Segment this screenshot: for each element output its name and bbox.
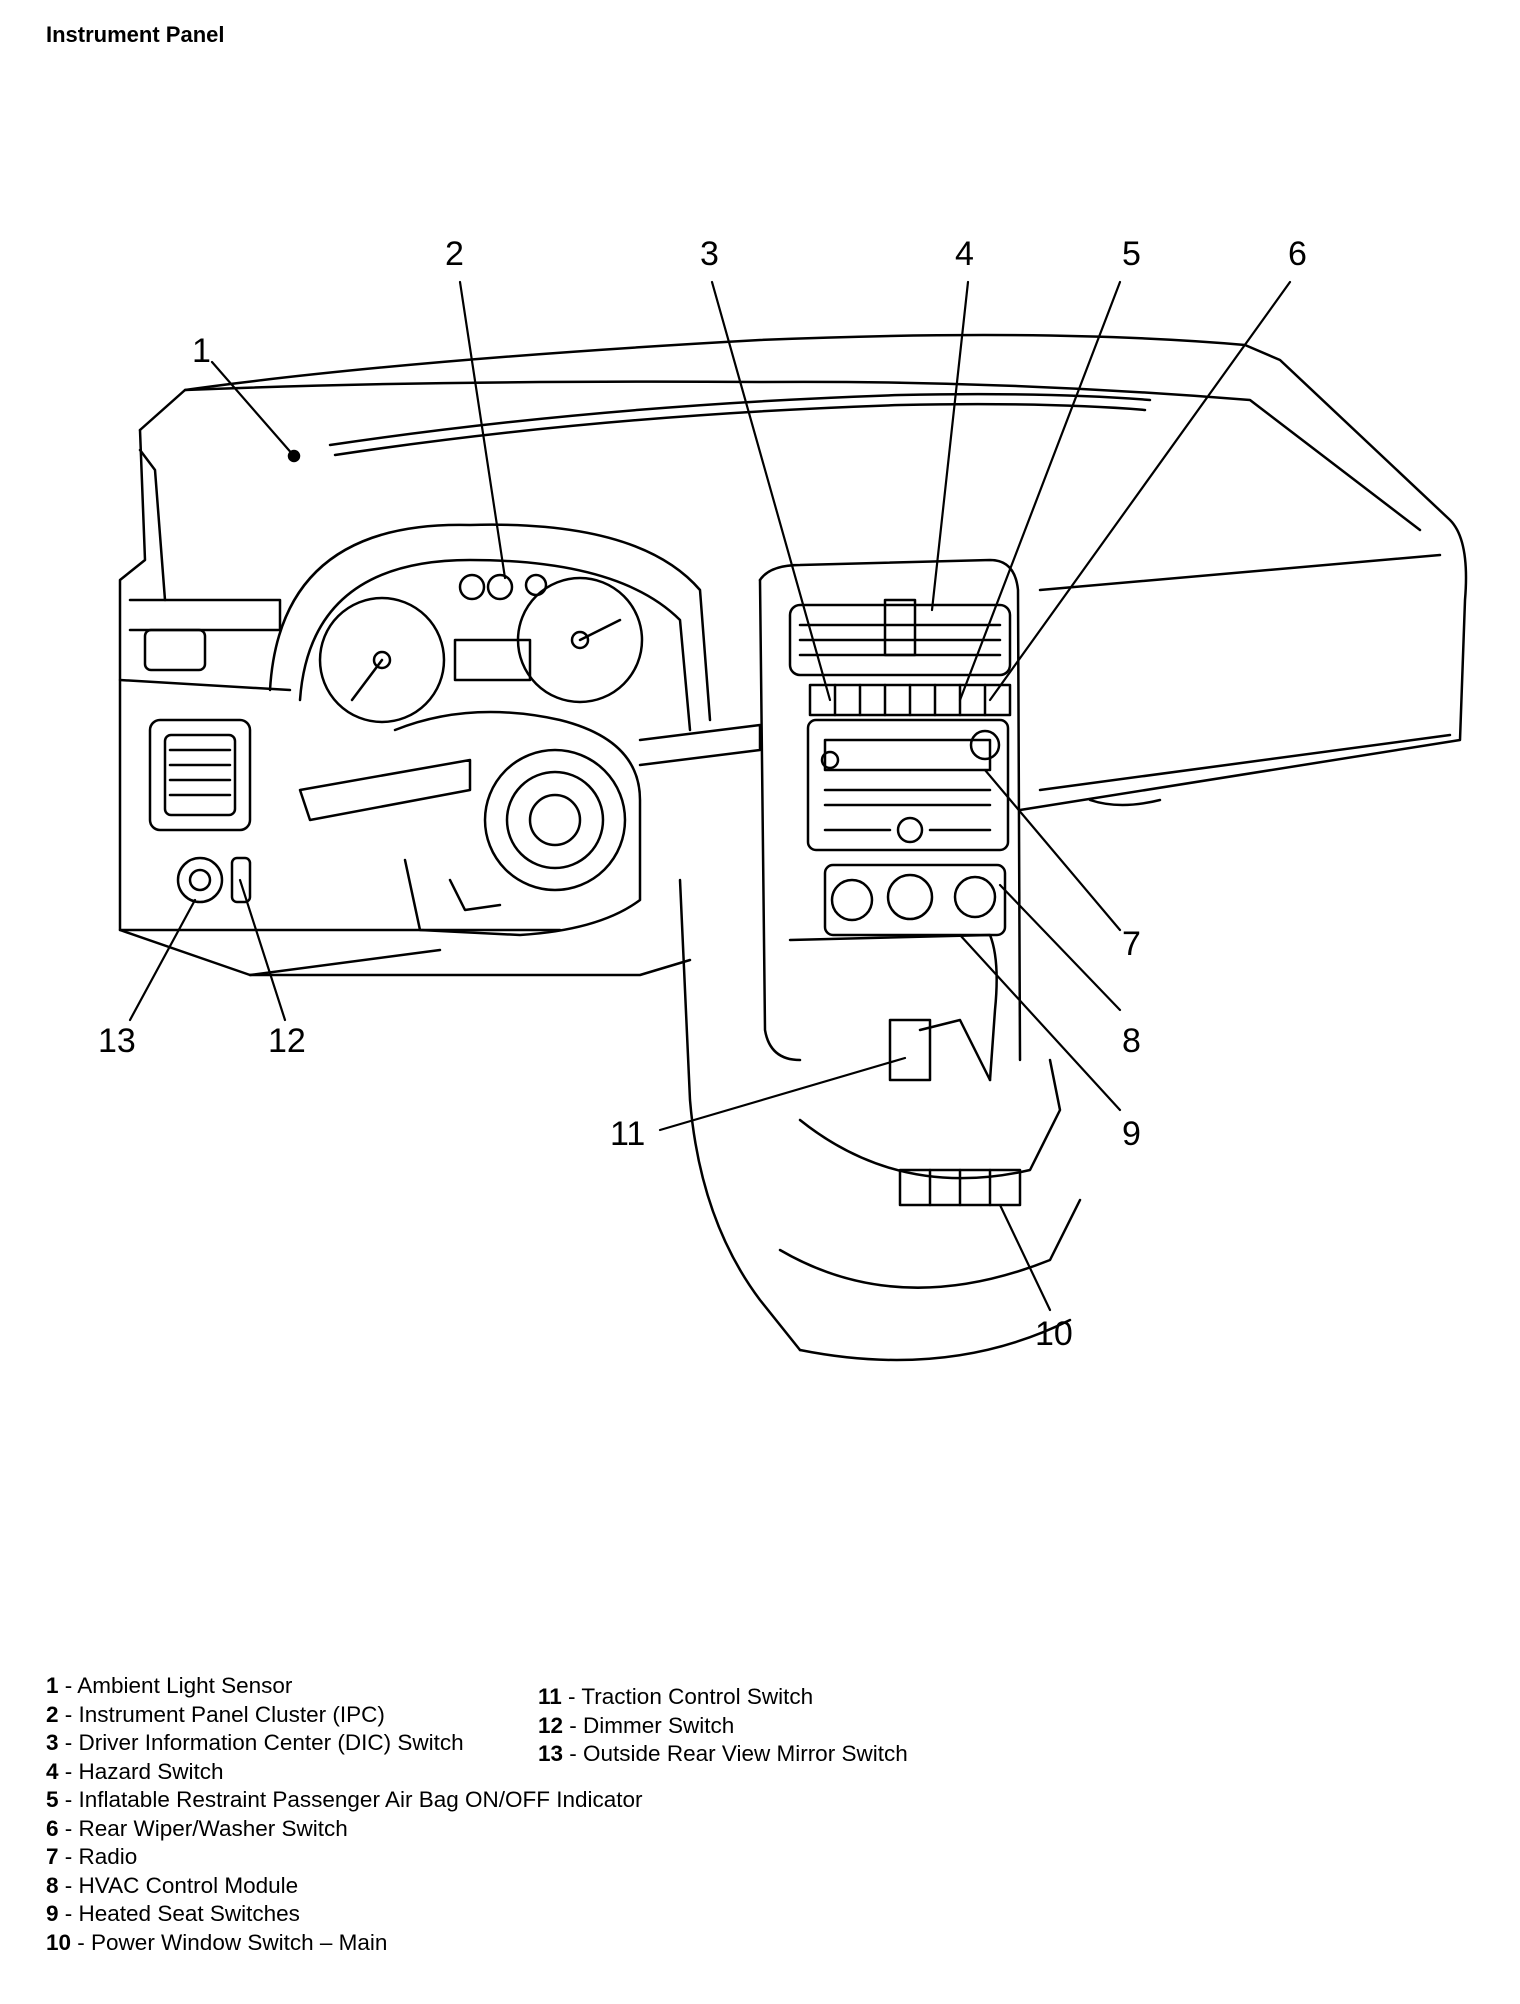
- callout-12: 12: [268, 1022, 306, 1060]
- mirror-switch: [176, 856, 224, 904]
- instrument-cluster: [318, 573, 644, 724]
- callout-1: 1: [192, 332, 211, 370]
- left-vent: [143, 628, 252, 832]
- callout-9: 9: [1122, 1115, 1141, 1153]
- console: [678, 878, 1082, 1362]
- legend-item: 10 - Power Window Switch – Main: [46, 1929, 388, 1955]
- callout-7: 7: [1122, 925, 1141, 963]
- dashboard-outline: [118, 333, 1468, 977]
- legend-item: 2 - Instrument Panel Cluster (IPC): [46, 1701, 385, 1727]
- callout-2: 2: [445, 235, 464, 273]
- callouts: 1 2 3 4 5 6 7 8 9 10 11 12 13: [98, 235, 1307, 1353]
- legend-item: 6 - Rear Wiper/Washer Switch: [46, 1815, 348, 1841]
- legend-item: 7 - Radio: [46, 1844, 138, 1869]
- legend-item: 4 - Hazard Switch: [46, 1758, 224, 1784]
- callout-8: 8: [1122, 1022, 1141, 1060]
- defroster-vent: [328, 392, 1152, 457]
- legend-item: 3 - Driver Information Center (DIC) Swit…: [46, 1730, 464, 1755]
- hvac-control-module: [823, 863, 1007, 937]
- legend-column-2: 11 - Traction Control Switch 12 - Dimmer…: [538, 1683, 908, 1769]
- callout-4: 4: [955, 235, 974, 273]
- legend-item: 5 - Inflatable Restraint Passenger Air B…: [46, 1787, 643, 1812]
- callout-10: 10: [1035, 1315, 1073, 1353]
- legend-item: 11 - Traction Control Switch: [538, 1684, 814, 1709]
- callout-6: 6: [1288, 235, 1307, 273]
- dimmer-switch: [230, 856, 252, 904]
- steering-column: [298, 710, 762, 937]
- legend-item: 1 - Ambient Light Sensor: [46, 1673, 293, 1698]
- center-vents: [788, 598, 1012, 677]
- leader-lines: [128, 280, 1292, 1312]
- legend-item: 12 - Dimmer Switch: [538, 1712, 735, 1738]
- page-title: Instrument Panel: [46, 22, 225, 47]
- legend-item: 9 - Heated Seat Switches: [46, 1901, 300, 1926]
- callout-13: 13: [98, 1022, 136, 1060]
- legend-item: 8 - HVAC Control Module: [46, 1872, 299, 1898]
- switch-row: [808, 683, 1012, 717]
- callout-3: 3: [700, 235, 719, 273]
- callout-11: 11: [610, 1115, 645, 1153]
- legend-column-1: 1 - Ambient Light Sensor 2 - Instrument …: [46, 1672, 643, 1957]
- callout-5: 5: [1122, 235, 1141, 273]
- legend-item: 13 - Outside Rear View Mirror Switch: [538, 1741, 908, 1766]
- cluster-hood: [268, 523, 712, 732]
- radio: [806, 718, 1010, 852]
- center-stack: [758, 558, 1022, 1062]
